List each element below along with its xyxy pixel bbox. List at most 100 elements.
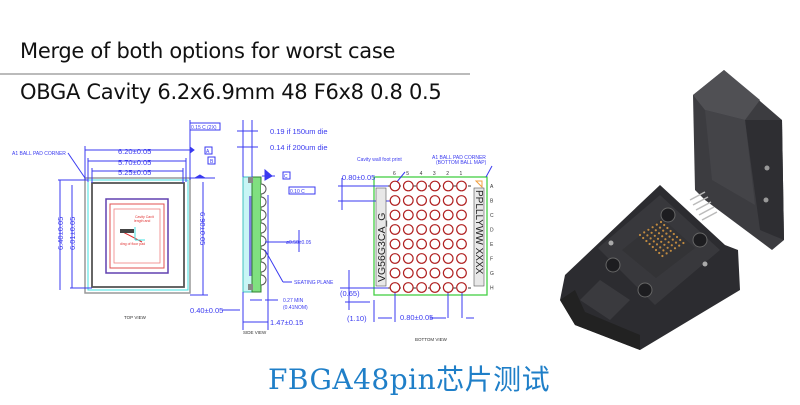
solder-ball <box>429 282 441 293</box>
package-drawing: Cavity Cavit length and ding of floor pa… <box>12 120 494 342</box>
solder-ball <box>429 253 441 264</box>
solder-ball <box>389 238 401 250</box>
column-label: 6 <box>393 171 396 177</box>
note-150um: 0.19 if 150um die <box>270 127 328 136</box>
header-subtitle: OBGA Cavity 6.2x6.9mm 48 F6x8 0.8 0.5 <box>20 80 442 104</box>
socket-photo <box>560 70 784 350</box>
svg-text:ding of floor pad: ding of floor pad <box>120 242 145 246</box>
solder-ball <box>429 224 441 235</box>
solder-ball <box>389 180 401 192</box>
solder-ball <box>416 224 428 235</box>
solder-ball <box>442 195 454 206</box>
dim-height-inner: 6.01±0.05 <box>68 217 77 250</box>
dim-height-right: 6.90±0.05 <box>198 212 207 245</box>
pitch-bottom: 0.80±0.05 <box>400 313 433 322</box>
caption: FBGA48pin芯片测试 <box>268 363 551 396</box>
solder-ball <box>429 180 441 192</box>
datum-a: A <box>206 149 210 155</box>
svg-text:Cavity Cavit: Cavity Cavit <box>135 215 154 219</box>
solder-ball <box>416 209 428 221</box>
solder-ball <box>456 253 467 264</box>
datum-b: B <box>210 159 214 165</box>
row-label: G <box>490 271 494 277</box>
row-label: B <box>490 199 494 205</box>
pitch-top: 0.80±0.05 <box>342 173 375 182</box>
solder-ball <box>429 209 441 221</box>
solder-ball <box>442 180 454 192</box>
solder-ball <box>442 238 454 250</box>
side-substrate <box>251 176 262 293</box>
solder-ball <box>416 267 428 279</box>
solder-ball <box>402 238 414 250</box>
standoff-min: 0.27 MIN <box>283 298 304 304</box>
solder-ball <box>442 209 454 221</box>
solder-ball <box>442 253 454 264</box>
dim-thickness: 1.47±0.15 <box>270 318 303 327</box>
offset-y: (0.65) <box>340 289 360 298</box>
column-label: 5 <box>406 171 409 177</box>
solder-ball <box>402 195 414 206</box>
solder-ball <box>402 253 414 264</box>
top-view-label: TOP VIEW <box>124 315 147 320</box>
solder-ball <box>389 209 401 221</box>
solder-ball <box>389 282 401 293</box>
row-label: E <box>490 242 494 248</box>
solder-ball <box>429 267 441 279</box>
row-label: H <box>490 286 494 292</box>
dim-height-outer: 6.40±0.05 <box>56 217 65 250</box>
solder-ball <box>442 282 454 293</box>
solder-ball <box>402 267 414 279</box>
solder-ball <box>416 195 428 206</box>
solder-ball <box>456 224 467 235</box>
solder-ball <box>389 267 401 279</box>
solder-ball <box>389 224 401 235</box>
solder-ball <box>456 180 467 192</box>
offset-x: (1.10) <box>347 314 367 323</box>
row-label: A <box>490 184 494 190</box>
solder-ball <box>442 267 454 279</box>
solder-ball <box>429 238 441 250</box>
solder-ball <box>416 238 428 250</box>
note-200um: 0.14 if 200um die <box>270 143 328 152</box>
header-title: Merge of both options for worst case <box>20 39 396 63</box>
solder-ball <box>416 253 428 264</box>
dim-width-outer: 6.20±0.05 <box>118 147 151 156</box>
solder-ball <box>456 209 467 221</box>
solder-ball <box>456 195 467 206</box>
solder-ball <box>402 209 414 221</box>
bottom-view-label: BOTTOM VIEW <box>415 337 448 342</box>
row-label: C <box>490 213 494 219</box>
flatness-top: 0.15 C (2X) <box>191 125 217 131</box>
solder-ball <box>416 282 428 293</box>
solder-ball <box>429 195 441 206</box>
solder-ball <box>402 180 414 192</box>
solder-ball <box>402 282 414 293</box>
bottom-outline <box>373 176 488 296</box>
row-label: F <box>490 257 493 263</box>
column-label: 4 <box>420 171 423 177</box>
solder-ball <box>402 224 414 235</box>
solder-ball <box>456 238 467 250</box>
standoff-nom: (0.41NOM) <box>283 305 308 311</box>
dim-width-mid: 5.70±0.05 <box>118 158 151 167</box>
seating-plane: SEATING PLANE <box>294 280 334 286</box>
flatness-side: 0.10 C <box>290 189 305 195</box>
marking-right: PPLLLYWW XXXX <box>473 190 484 275</box>
svg-text:length and: length and <box>134 219 150 223</box>
column-label: 1 <box>460 171 463 177</box>
side-view-label: SIDE VIEW <box>243 330 267 335</box>
cavity-note: Cavity wall foot print <box>357 157 402 163</box>
a1-corner-bottom-1: A1 BALL PAD CORNER <box>432 155 486 161</box>
solder-ball <box>456 282 467 293</box>
solder-ball <box>456 267 467 279</box>
column-label: 2 <box>446 171 449 177</box>
a1-corner-label: A1 BALL PAD CORNER <box>12 151 66 157</box>
a1-corner-bottom-2: (BOTTOM BALL MAP) <box>436 160 487 166</box>
solder-ball <box>389 253 401 264</box>
die-outline <box>105 198 169 274</box>
marking-left: VG56G3CA_G <box>376 213 388 282</box>
ball-grid <box>389 180 467 293</box>
solder-ball <box>389 195 401 206</box>
package-outline <box>84 177 191 294</box>
dim-offset: 0.40±0.05 <box>190 306 223 315</box>
